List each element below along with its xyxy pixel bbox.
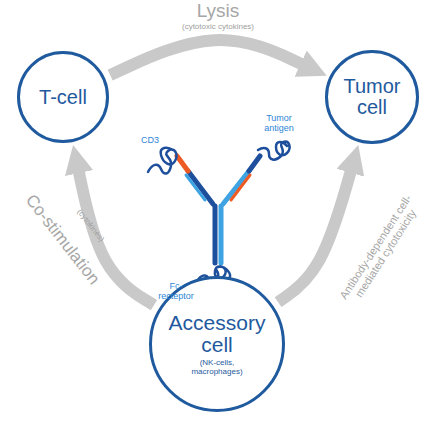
protein-ribbon [148, 148, 176, 174]
antibody-arm [231, 175, 250, 200]
protein-label: Fc- recteptor [153, 282, 199, 302]
cell-name: T-cell [17, 87, 109, 108]
antibody-arm [223, 171, 249, 204]
antibody-arm-tip [249, 156, 260, 171]
antibody-arm-tip [177, 156, 188, 171]
cell-outline [327, 52, 418, 143]
protein-label: Tumor antigen [256, 114, 302, 134]
cell-circle: Tumor cell [325, 50, 419, 144]
antibody-arm [188, 171, 213, 204]
antibody-arm [186, 175, 205, 200]
protein-ribbon [258, 141, 290, 159]
cell-outline [151, 278, 284, 411]
protein-label: CD3 [130, 136, 170, 146]
cell-name: Tumor cell [336, 76, 408, 118]
antibody-stem [213, 206, 218, 263]
antibody-stem [219, 206, 224, 263]
process-arrow [110, 40, 306, 75]
arrow-label: Lysis [163, 1, 273, 22]
cell-circle: T-cell [17, 51, 109, 143]
process-arrow [278, 167, 352, 302]
cell-name: Accessory cell [162, 312, 272, 356]
cell-subtitle: (NK-cells, macrophages) [186, 359, 248, 376]
arrow-note: (cytotoxic cytokines) [153, 23, 283, 32]
